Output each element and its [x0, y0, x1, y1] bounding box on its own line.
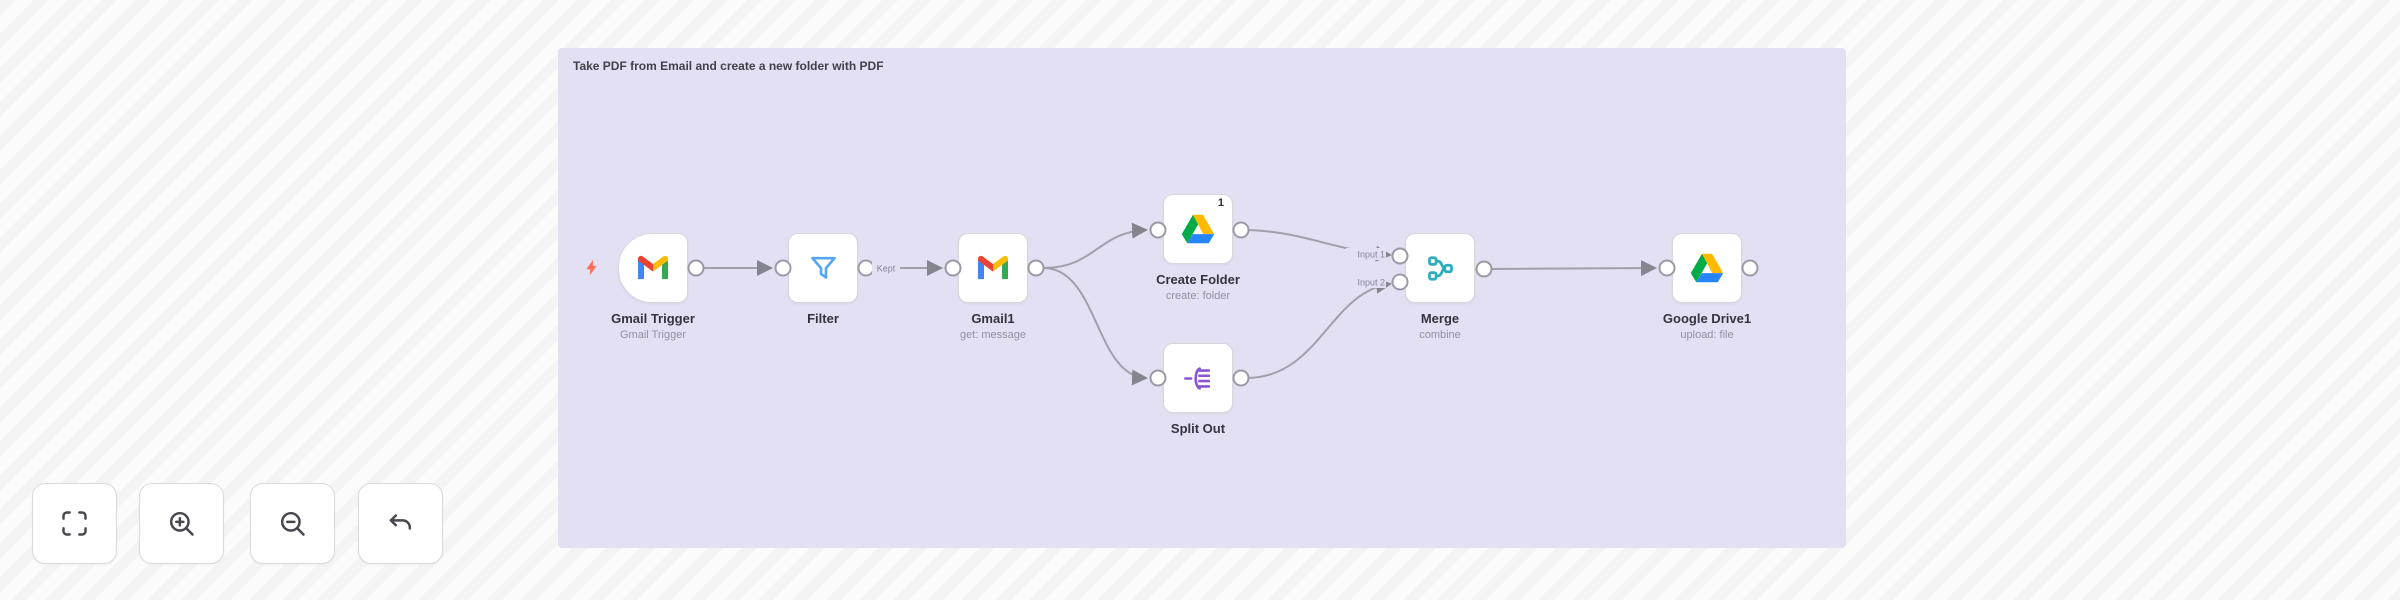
trigger-bolt-icon	[586, 259, 597, 276]
sticky-note-title: Take PDF from Email and create a new fol…	[573, 59, 884, 73]
node-google-drive1[interactable]	[1672, 233, 1742, 303]
node-gmail1[interactable]	[958, 233, 1028, 303]
zoom-to-fit-button[interactable]	[32, 483, 117, 564]
filter-icon	[810, 256, 836, 279]
zoom-out-icon	[280, 511, 305, 536]
sticky-note[interactable]: Take PDF from Email and create a new fol…	[558, 48, 1846, 548]
node-gmail-trigger[interactable]	[618, 233, 688, 303]
undo-icon	[389, 514, 412, 530]
node-merge[interactable]	[1405, 233, 1475, 303]
zoom-in-icon	[169, 511, 194, 536]
gmail-icon	[638, 255, 668, 280]
node-split-out[interactable]	[1163, 343, 1233, 413]
gmail-icon	[978, 255, 1008, 280]
zoom-in-button[interactable]	[139, 483, 224, 564]
split-out-icon	[1183, 366, 1210, 390]
zoom-to-fit-icon	[62, 511, 87, 536]
node-create-folder[interactable]: 1	[1163, 194, 1233, 264]
google-drive-icon	[1690, 253, 1724, 283]
zoom-out-button[interactable]	[250, 483, 335, 564]
reset-zoom-button[interactable]	[358, 483, 443, 564]
merge-icon	[1427, 255, 1453, 281]
google-drive-icon	[1181, 214, 1215, 244]
node-filter[interactable]	[788, 233, 858, 303]
items-count-badge: 1	[1217, 197, 1224, 209]
